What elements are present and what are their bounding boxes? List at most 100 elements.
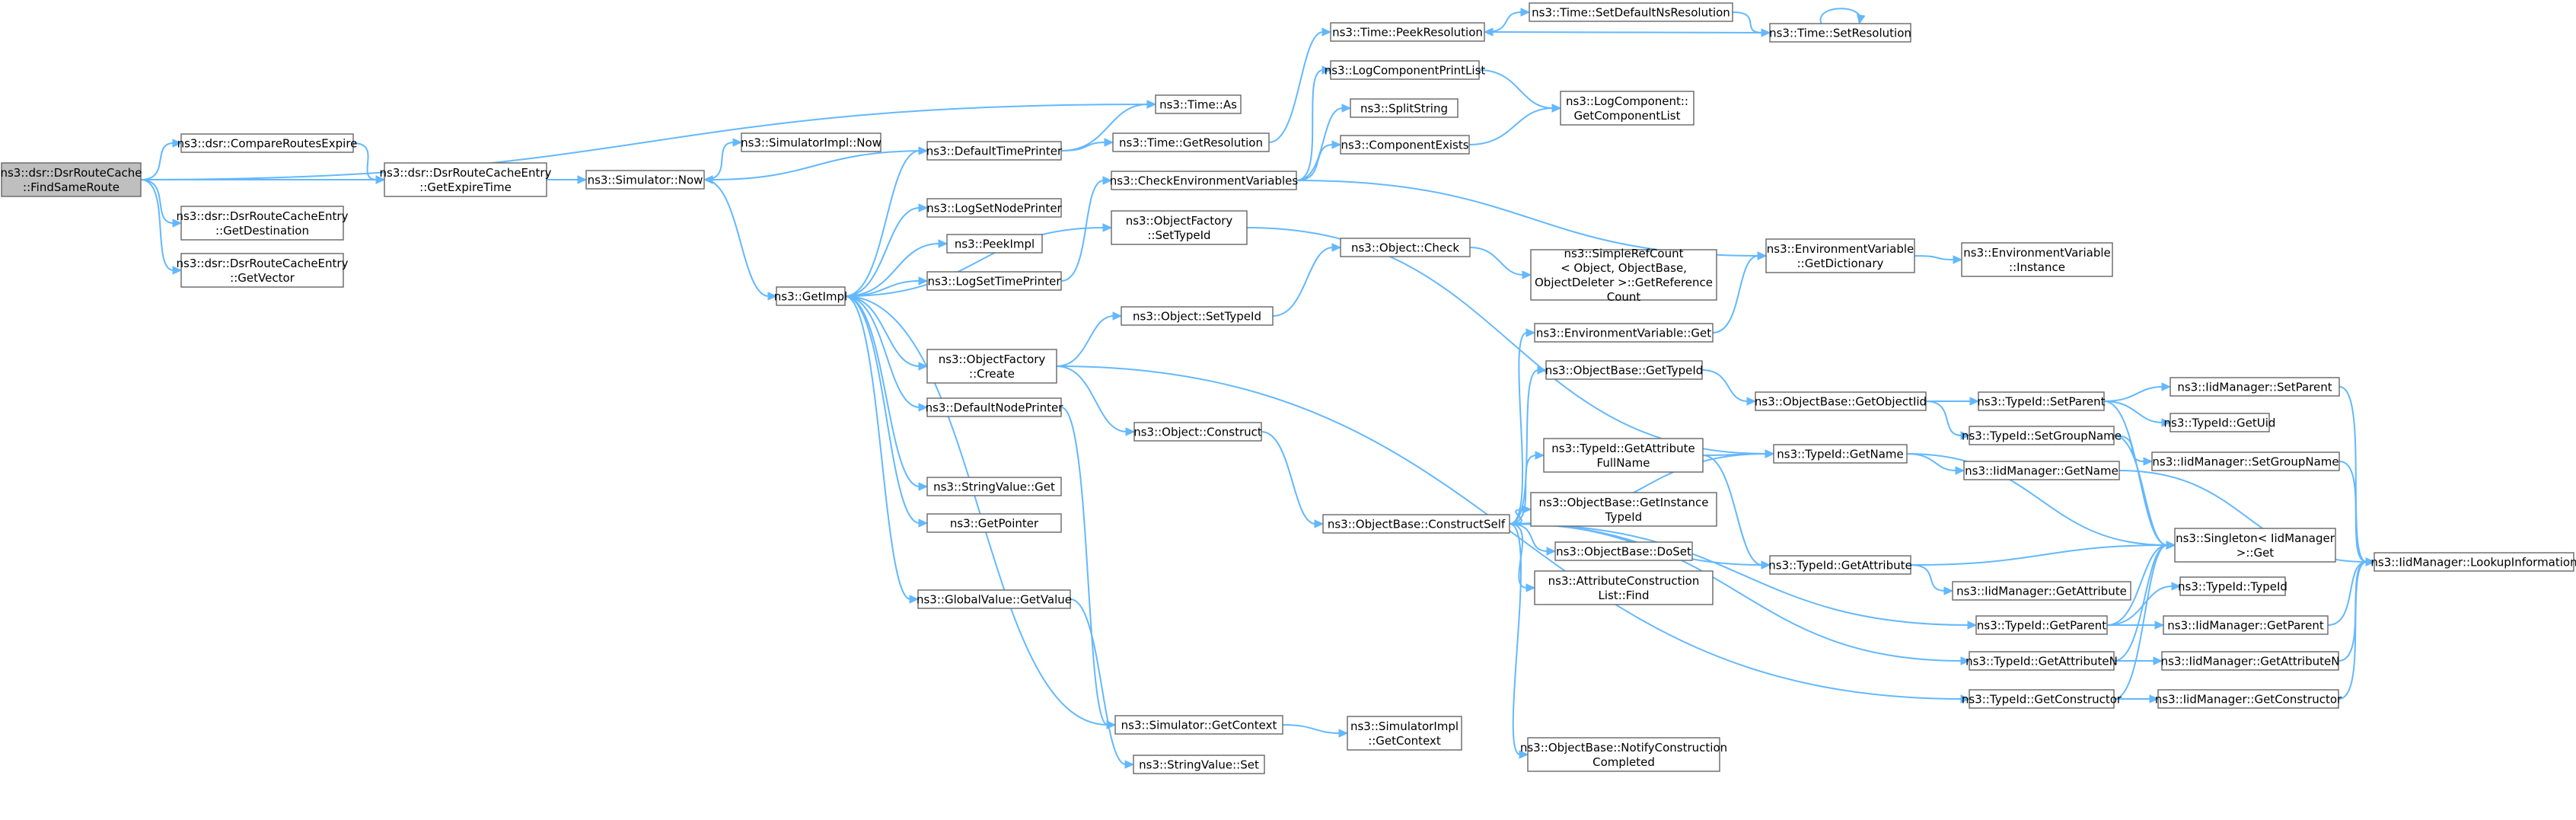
graph-node[interactable]: ns3::IidManager::GetParent <box>2163 615 2329 635</box>
call-edge <box>844 203 929 297</box>
node-box <box>1530 492 1717 527</box>
graph-node[interactable]: ns3::TypeId::TypeId <box>2178 576 2287 596</box>
node-label: ns3::CheckEnvironmentVariables <box>1110 174 1299 188</box>
graph-node[interactable]: ns3::DefaultTimePrinter <box>926 141 1063 161</box>
graph-node[interactable]: ns3::ObjectBase::GetObjectIid <box>1755 391 1927 411</box>
graph-node[interactable]: ns3::EnvironmentVariable::GetDictionary <box>1765 238 1915 273</box>
graph-node[interactable]: ns3::SimpleRefCount< Object, ObjectBase,… <box>1530 247 1717 304</box>
graph-node[interactable]: ns3::SplitString <box>1350 98 1459 118</box>
graph-node[interactable]: ns3::ObjectBase::GetTypeId <box>1545 360 1704 380</box>
node-label: ::Instance <box>2009 260 2065 274</box>
node-label: FullName <box>1597 456 1650 470</box>
call-edge <box>1056 365 1136 436</box>
graph-node[interactable]: ns3::LogComponent::GetComponentList <box>1560 91 1694 126</box>
graph-node[interactable]: ns3::TypeId::GetAttributeN <box>1965 651 2118 671</box>
graph-node[interactable]: ns3::SimulatorImpl::Now <box>741 132 882 152</box>
graph-node[interactable]: ns3::CheckEnvironmentVariables <box>1110 171 1299 190</box>
graph-node[interactable]: ns3::GetImpl <box>774 286 847 306</box>
call-edge <box>1509 523 1557 556</box>
edge-arrowhead <box>1960 431 1971 440</box>
node-box <box>1340 135 1470 155</box>
edge-arrowhead <box>1321 27 1332 37</box>
graph-node[interactable]: ns3::TypeId::GetConstructor <box>1962 689 2122 709</box>
edge-arrowhead <box>1526 583 1536 592</box>
graph-node[interactable]: ns3::StringValue::Get <box>926 477 1062 496</box>
graph-node[interactable]: ns3::IidManager::GetAttributeN <box>2161 651 2340 671</box>
graph-node[interactable]: ns3::LogSetTimePrinter <box>926 271 1062 291</box>
graph-node[interactable]: ns3::Time::SetDefaultNsResolution <box>1529 2 1733 22</box>
graph-node[interactable]: ns3::Object::Construct <box>1133 422 1262 442</box>
graph-node[interactable]: ns3::Object::Check <box>1340 238 1471 257</box>
edge-arrowhead <box>1535 451 1545 460</box>
graph-node[interactable]: ns3::Simulator::GetContext <box>1114 715 1283 735</box>
graph-node[interactable]: ns3::ObjectFactory::SetTypeId <box>1111 210 1248 245</box>
call-edge <box>1925 400 1971 440</box>
node-label: ns3::Simulator::GetContext <box>1121 719 1277 732</box>
graph-node[interactable]: ns3::Simulator::Now <box>585 170 705 190</box>
graph-node[interactable]: ns3::IidManager::SetGroupName <box>2151 451 2340 471</box>
graph-node[interactable]: ns3::ObjectFactory::Create <box>926 349 1057 384</box>
call-edge <box>141 175 386 184</box>
graph-node[interactable]: ns3::IidManager::LookupInformation <box>2370 552 2576 572</box>
call-edge <box>1060 407 1117 729</box>
node-label: ns3::TypeId::SetParent <box>1977 395 2105 409</box>
graph-node[interactable]: ns3::IidManager::GetName <box>1963 461 2120 480</box>
graph-node[interactable]: ns3::ObjectBase::NotifyConstructionCompl… <box>1520 737 1727 772</box>
graph-node[interactable]: ns3::TypeId::GetName <box>1773 444 1908 464</box>
call-edge <box>1819 8 1866 25</box>
call-edge <box>547 175 588 184</box>
node-box <box>1121 306 1274 326</box>
graph-node[interactable]: ns3::dsr::CompareRoutesExpire <box>177 133 358 153</box>
node-box <box>1560 91 1694 126</box>
graph-node[interactable]: ns3::Object::SetTypeId <box>1121 306 1274 326</box>
graph-node[interactable]: ns3::PeekImpl <box>946 234 1043 254</box>
graph-node[interactable]: ns3::TypeId::GetParent <box>1975 615 2108 635</box>
graph-node[interactable]: ns3::Time::PeekResolution <box>1330 22 1485 42</box>
graph-node[interactable]: ns3::TypeId::SetParent <box>1977 391 2106 411</box>
node-label: ns3::TypeId::GetName <box>1777 448 1903 461</box>
call-edge <box>1261 431 1325 528</box>
node-box <box>946 234 1043 254</box>
node-box <box>2179 576 2286 596</box>
graph-node[interactable]: ns3::EnvironmentVariable::Get <box>1534 323 1714 343</box>
edge-line <box>1509 523 1548 552</box>
node-label: ns3::dsr::DsrRouteCacheEntry <box>380 166 552 180</box>
node-label: ns3::StringValue::Set <box>1139 758 1259 772</box>
edge-line <box>2338 561 2367 662</box>
graph-node[interactable]: ns3::EnvironmentVariable::Instance <box>1961 242 2113 277</box>
graph-node[interactable]: ns3::dsr::DsrRouteCacheEntry::GetVector <box>177 253 349 288</box>
call-edge <box>1056 311 1123 367</box>
edge-arrowhead <box>1943 586 1954 595</box>
graph-node[interactable]: ns3::TypeId::SetGroupName <box>1962 426 2122 445</box>
graph-node[interactable]: ns3::ObjectBase::ConstructSelf <box>1322 514 1510 534</box>
graph-node[interactable]: ns3::LogSetNodePrinter <box>926 198 1063 218</box>
graph-node[interactable]: ns3::LogComponentPrintList <box>1325 60 1486 80</box>
graph-node[interactable]: ns3::IidManager::GetAttribute <box>1952 581 2131 601</box>
graph-node[interactable]: ns3::TypeId::GetAttribute <box>1768 555 1912 575</box>
graph-node[interactable]: ns3::Time::SetResolution <box>1769 23 1911 43</box>
graph-node[interactable]: ns3::Singleton< IidManager>::Get <box>2174 528 2336 563</box>
graph-node[interactable]: ns3::GetPointer <box>926 513 1062 533</box>
graph-node[interactable]: ns3::dsr::DsrRouteCacheEntry::GetExpireT… <box>380 162 552 197</box>
call-edge <box>1060 176 1113 282</box>
graph-node[interactable]: ns3::IidManager::GetConstructor <box>2155 689 2342 709</box>
graph-node[interactable]: ns3::ComponentExists <box>1340 135 1470 155</box>
graph-node[interactable]: ns3::dsr::DsrRouteCache::FindSameRoute <box>0 162 142 197</box>
node-box <box>1765 238 1915 273</box>
graph-node[interactable]: ns3::Time::As <box>1155 94 1242 114</box>
graph-node[interactable]: ns3::DefaultNodePrinter <box>926 397 1064 417</box>
graph-node[interactable]: ns3::IidManager::SetParent <box>2170 377 2340 397</box>
graph-node[interactable]: ns3::GlobalValue::GetValue <box>917 589 1072 609</box>
edge-arrowhead <box>918 403 929 412</box>
graph-node[interactable]: ns3::TypeId::GetUid <box>2164 413 2276 432</box>
graph-node[interactable]: ns3::ObjectBase::DoSet <box>1554 541 1693 561</box>
graph-node[interactable]: ns3::StringValue::Set <box>1133 755 1265 774</box>
graph-node[interactable]: ns3::dsr::DsrRouteCacheEntry::GetDestina… <box>177 206 349 241</box>
edge-arrowhead <box>1104 138 1114 147</box>
edge-line <box>1925 400 1962 436</box>
graph-node[interactable]: ns3::Time::GetResolution <box>1112 132 1270 152</box>
graph-node[interactable]: ns3::SimulatorImpl::GetContext <box>1347 716 1462 751</box>
